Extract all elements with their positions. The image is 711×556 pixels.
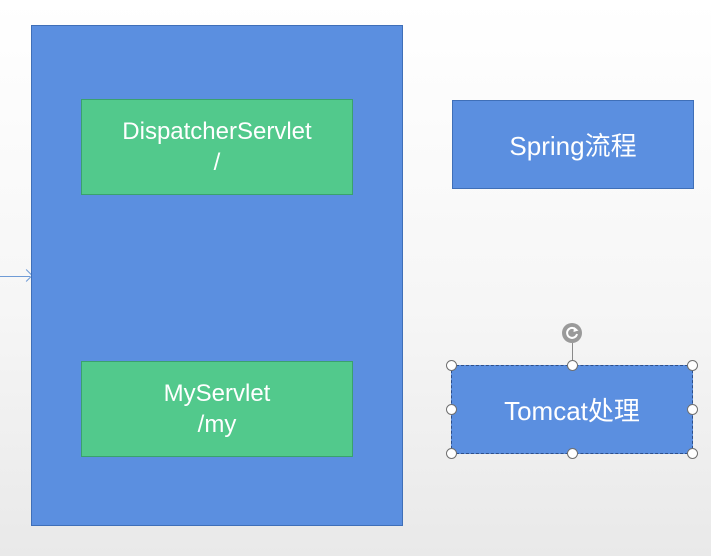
rotate-icon[interactable] — [561, 322, 583, 344]
spring-flow-label: Spring流程 — [509, 131, 637, 161]
tomcat-process-label: Tomcat处理 — [504, 396, 640, 426]
resize-handle-left[interactable] — [446, 404, 457, 415]
dispatcher-servlet-name: DispatcherServlet — [122, 118, 312, 145]
resize-handle-bottom-left[interactable] — [446, 448, 457, 459]
resize-handle-top-left[interactable] — [446, 360, 457, 371]
resize-handle-top-right[interactable] — [687, 360, 698, 371]
rotate-handle-stem — [572, 343, 573, 361]
my-servlet-path: /my — [197, 411, 237, 438]
resize-handle-right[interactable] — [687, 404, 698, 415]
tomcat-process-box[interactable]: Tomcat处理 — [451, 365, 693, 454]
resize-handle-bottom[interactable] — [567, 448, 578, 459]
my-servlet-box[interactable]: MyServlet /my — [81, 361, 353, 457]
dispatcher-servlet-box[interactable]: DispatcherServlet / — [81, 99, 353, 195]
spring-flow-box[interactable]: Spring流程 — [452, 100, 694, 189]
resize-handle-bottom-right[interactable] — [687, 448, 698, 459]
incoming-arrow-line — [0, 276, 30, 277]
dispatcher-servlet-path: / — [213, 149, 221, 176]
resize-handle-top[interactable] — [567, 360, 578, 371]
my-servlet-name: MyServlet — [163, 380, 271, 407]
